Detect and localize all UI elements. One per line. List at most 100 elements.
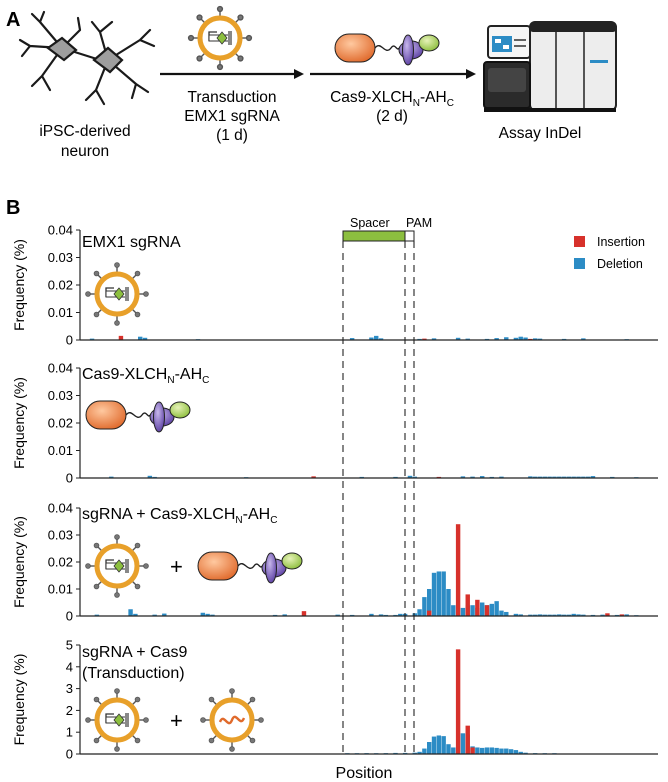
pam-box xyxy=(404,230,415,242)
insertion-bar xyxy=(605,613,610,616)
insertion-bar xyxy=(455,524,461,616)
deletion-bar xyxy=(513,337,519,340)
deletion-bar xyxy=(566,614,572,616)
plus-sign-panel3: + xyxy=(170,554,183,579)
deletion-bar xyxy=(475,747,480,754)
y-tick-label: 0 xyxy=(66,471,73,486)
y-tick-label: 0.04 xyxy=(48,501,73,516)
y-tick-label: 0.03 xyxy=(48,388,73,403)
deletion-bar xyxy=(138,336,143,340)
spacer-bar xyxy=(342,230,406,242)
virus-sgrna-icon xyxy=(85,262,149,326)
deletion-bar xyxy=(537,338,543,340)
deletion-bar xyxy=(542,614,548,616)
neuron-label-line1: iPSC-derived xyxy=(39,123,130,140)
deletion-bar xyxy=(398,613,403,616)
deletion-bar xyxy=(427,589,432,616)
deletion-bar xyxy=(407,475,413,478)
insertion-bar xyxy=(301,611,307,616)
deletion-bar xyxy=(537,476,543,478)
deletion-bar xyxy=(431,572,437,616)
deletion-bar xyxy=(513,750,519,754)
deletion-bar xyxy=(460,607,466,616)
deletion-bar xyxy=(581,476,586,478)
sequencer-icon xyxy=(483,21,617,112)
deletion-bar xyxy=(455,337,461,340)
deletion-bar xyxy=(436,735,442,754)
deletion-bar xyxy=(431,338,437,340)
deletion-bar xyxy=(335,614,340,616)
deletion-bar xyxy=(412,613,417,616)
deletion-bar xyxy=(412,476,417,478)
y-tick-label: 5 xyxy=(66,638,73,653)
deletion-bar xyxy=(436,571,442,616)
insertion-bar xyxy=(475,599,480,616)
deletion-bar xyxy=(576,476,581,478)
cas9-protein-icon xyxy=(197,551,303,584)
deletion-bar xyxy=(369,613,374,616)
y-tick-label: 0.02 xyxy=(48,278,73,293)
y-axis-label: Frequency (%) xyxy=(11,654,27,746)
deletion-bar xyxy=(446,589,451,616)
step1-line3: (1 d) xyxy=(216,127,248,144)
deletion-bar xyxy=(479,747,485,754)
y-tick-label: 0.03 xyxy=(48,250,73,265)
deletion-bar xyxy=(552,614,557,616)
panel1-title: EMX1 sgRNA xyxy=(82,234,181,251)
deletion-bar xyxy=(499,476,504,478)
insertion-bar xyxy=(455,649,461,754)
deletion-bar xyxy=(470,476,475,478)
deletion-bar xyxy=(133,613,138,616)
deletion-bar xyxy=(142,337,148,340)
deletion-bar xyxy=(479,602,485,616)
deletion-bar xyxy=(451,605,456,616)
deletion-bar xyxy=(518,614,523,616)
deletion-bar xyxy=(349,338,355,340)
deletion-bar xyxy=(446,744,451,754)
deletion-bar xyxy=(427,742,432,754)
deletion-bar xyxy=(624,614,629,616)
panel-b-label: B xyxy=(6,197,20,219)
deletion-bar xyxy=(571,476,576,478)
legend-insertion-swatch xyxy=(574,236,585,247)
arrow-step2 xyxy=(310,69,476,79)
y-axis-label: Frequency (%) xyxy=(11,516,27,608)
panel4-title-line2: (Transduction) xyxy=(82,665,185,682)
deletion-bar xyxy=(571,613,576,616)
panel-a-label: A xyxy=(6,9,20,31)
deletion-bar xyxy=(518,751,523,754)
deletion-bar xyxy=(470,605,475,616)
insertion-bar xyxy=(422,338,427,340)
deletion-bar xyxy=(518,336,523,340)
deletion-bar xyxy=(422,597,427,616)
insertion-bar xyxy=(465,594,470,616)
deletion-bar xyxy=(552,476,557,478)
virus-cas9-icon xyxy=(200,688,264,752)
deletion-bar xyxy=(581,614,586,616)
cas9-protein-icon xyxy=(334,33,440,66)
deletion-bar xyxy=(200,612,206,616)
deletion-bar xyxy=(504,611,509,616)
deletion-bar xyxy=(576,614,581,616)
deletion-bar xyxy=(417,609,422,616)
deletion-bar xyxy=(489,747,495,754)
y-tick-label: 2 xyxy=(66,703,73,718)
y-tick-label: 0 xyxy=(66,609,73,624)
deletion-bar xyxy=(451,747,456,754)
deletion-bar xyxy=(547,476,552,478)
virus-sgrna-icon xyxy=(187,5,253,71)
y-tick-label: 0.01 xyxy=(48,305,73,320)
panel4-title-line1: sgRNA + Cas9 xyxy=(82,644,187,661)
insertion-bar xyxy=(465,725,470,754)
deletion-bar xyxy=(460,733,466,754)
y-tick-label: 0 xyxy=(66,333,73,348)
deletion-bar xyxy=(590,476,596,478)
deletion-bar xyxy=(465,338,470,340)
deletion-bar xyxy=(561,614,567,616)
deletion-bar xyxy=(508,749,514,754)
deletion-bar xyxy=(378,614,384,616)
deletion-bar xyxy=(557,614,562,616)
